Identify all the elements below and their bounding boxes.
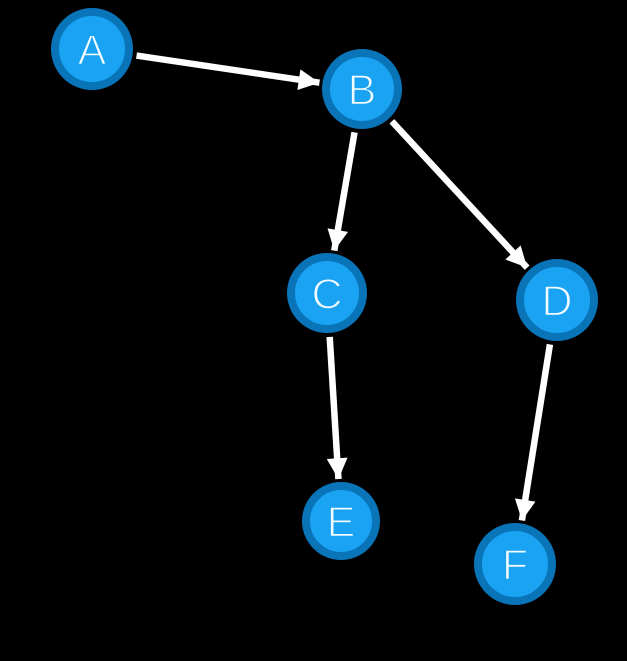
node-e[interactable]: E [302, 482, 380, 560]
node-circle[interactable] [474, 523, 556, 605]
node-c[interactable]: C [287, 253, 367, 333]
node-circle[interactable] [287, 253, 367, 333]
node-b[interactable]: B [322, 49, 402, 129]
node-circle[interactable] [322, 49, 402, 129]
node-circle[interactable] [302, 482, 380, 560]
edge-A-B [136, 52, 320, 90]
node-circle[interactable] [51, 8, 133, 90]
edge-B-D [389, 119, 530, 270]
node-a[interactable]: A [51, 8, 133, 90]
node-circle[interactable] [516, 259, 598, 341]
edge-C-E [326, 336, 348, 480]
node-f[interactable]: F [474, 523, 556, 605]
edge-D-F [514, 343, 554, 522]
node-d[interactable]: D [516, 259, 598, 341]
edge-B-C [327, 131, 358, 252]
